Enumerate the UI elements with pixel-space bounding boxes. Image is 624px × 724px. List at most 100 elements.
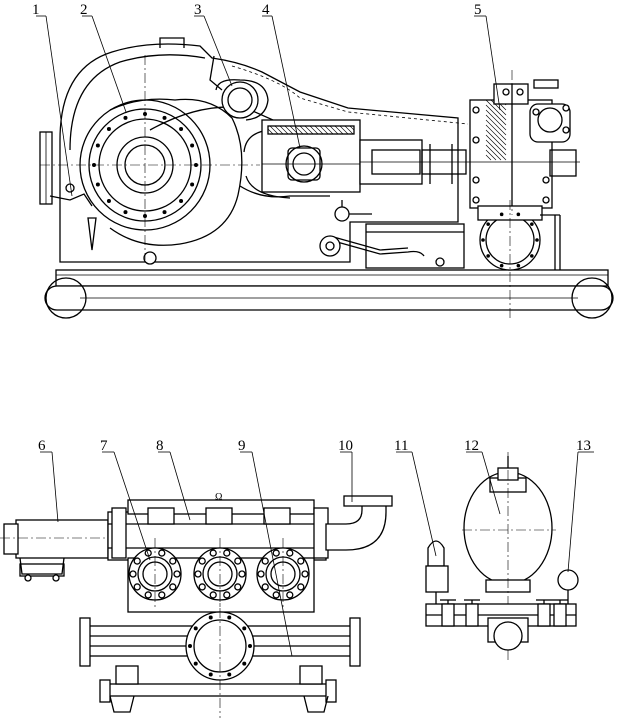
callout-6: 6 xyxy=(38,438,46,454)
bolt xyxy=(123,210,128,215)
extension-rod xyxy=(359,139,470,185)
bolt xyxy=(301,570,309,578)
callout-2: 2 xyxy=(80,2,88,18)
bolt xyxy=(190,182,195,187)
callout-3: 3 xyxy=(194,2,202,18)
bolt xyxy=(143,214,147,218)
callout-8: 8 xyxy=(156,438,164,454)
bolt xyxy=(193,661,198,666)
bolt xyxy=(535,238,539,242)
hatch-line xyxy=(485,129,507,151)
pinion-shaft xyxy=(215,79,269,121)
bolt xyxy=(286,591,294,599)
hatch-line xyxy=(349,125,355,131)
hatch-line xyxy=(485,134,507,156)
bolt xyxy=(261,557,269,565)
bolt xyxy=(257,570,265,578)
bolt xyxy=(248,644,252,648)
bolt xyxy=(272,591,280,599)
bolt xyxy=(562,104,570,112)
bolt xyxy=(516,212,521,217)
valve-body xyxy=(553,603,567,627)
hatch-line xyxy=(485,109,507,131)
bolt xyxy=(234,557,242,565)
bolt xyxy=(133,583,141,591)
bolt xyxy=(162,115,167,120)
cylinder-heads xyxy=(128,538,310,610)
bolt xyxy=(530,222,534,226)
lube-box xyxy=(319,223,465,269)
suction-manifold xyxy=(477,205,561,271)
hatch-line xyxy=(485,139,507,161)
callout-9: 9 xyxy=(238,438,246,454)
hatch-line xyxy=(339,125,349,135)
hatch-line xyxy=(485,104,507,126)
hatch-line xyxy=(299,125,309,135)
dampener-manifold xyxy=(425,599,577,651)
level-gauge xyxy=(49,183,157,265)
hatch-line xyxy=(267,128,274,135)
bolt xyxy=(516,88,524,96)
callout-10: 10 xyxy=(338,438,353,454)
bolt xyxy=(123,115,128,120)
small-mark: Ω xyxy=(215,492,222,503)
bolt xyxy=(261,583,269,591)
crosshead xyxy=(261,119,361,193)
skid-base xyxy=(44,269,614,319)
bolt xyxy=(242,626,247,631)
bolt xyxy=(95,182,100,187)
hatch-line xyxy=(329,125,339,135)
bolt xyxy=(179,199,184,204)
bolt xyxy=(227,672,232,677)
hatch-line xyxy=(269,125,279,135)
bolt xyxy=(499,212,504,217)
hatch-line xyxy=(324,125,334,135)
hatch-line xyxy=(294,125,304,135)
pulsation-dampener xyxy=(462,452,556,660)
hatch-line xyxy=(485,114,507,136)
valve-body xyxy=(441,603,455,627)
lower-manifold xyxy=(79,611,361,681)
hatch-line xyxy=(485,99,507,121)
hatch-line xyxy=(485,149,497,161)
bolt xyxy=(106,199,111,204)
bolt xyxy=(223,591,231,599)
bolt xyxy=(129,570,137,578)
hatch-line xyxy=(485,124,507,146)
hatch-line xyxy=(304,125,314,135)
bolt xyxy=(133,557,141,565)
drive-shaft-housing xyxy=(0,519,120,582)
bolt xyxy=(516,263,521,268)
bolt xyxy=(297,583,305,591)
bolt xyxy=(179,126,184,131)
hatch-line xyxy=(485,154,492,161)
hatch-line xyxy=(274,125,284,135)
bolt xyxy=(542,196,550,204)
callout-1: 1 xyxy=(32,2,40,18)
bolt xyxy=(194,570,202,578)
bolt xyxy=(542,176,550,184)
hatch-line xyxy=(279,125,289,135)
bolt xyxy=(242,661,247,666)
bolt xyxy=(106,126,111,131)
bolt xyxy=(188,644,192,648)
callout-5: 5 xyxy=(474,2,482,18)
callout-12: 12 xyxy=(464,438,479,454)
safety-valve xyxy=(425,540,449,606)
bolt xyxy=(194,163,198,167)
bolt xyxy=(472,106,480,114)
callout-4: 4 xyxy=(262,2,270,18)
bolt xyxy=(173,570,181,578)
pump-top-view xyxy=(0,495,393,718)
bolt xyxy=(227,615,232,620)
bolt xyxy=(162,210,167,215)
bolt xyxy=(502,88,510,96)
hatch-line xyxy=(334,125,344,135)
pressure-gauge xyxy=(557,569,579,606)
callout-13: 13 xyxy=(576,438,591,454)
callout-7: 7 xyxy=(100,438,108,454)
bolt xyxy=(193,626,198,631)
hatch-line xyxy=(485,144,502,161)
bolt xyxy=(562,126,570,134)
bolt xyxy=(158,549,166,557)
